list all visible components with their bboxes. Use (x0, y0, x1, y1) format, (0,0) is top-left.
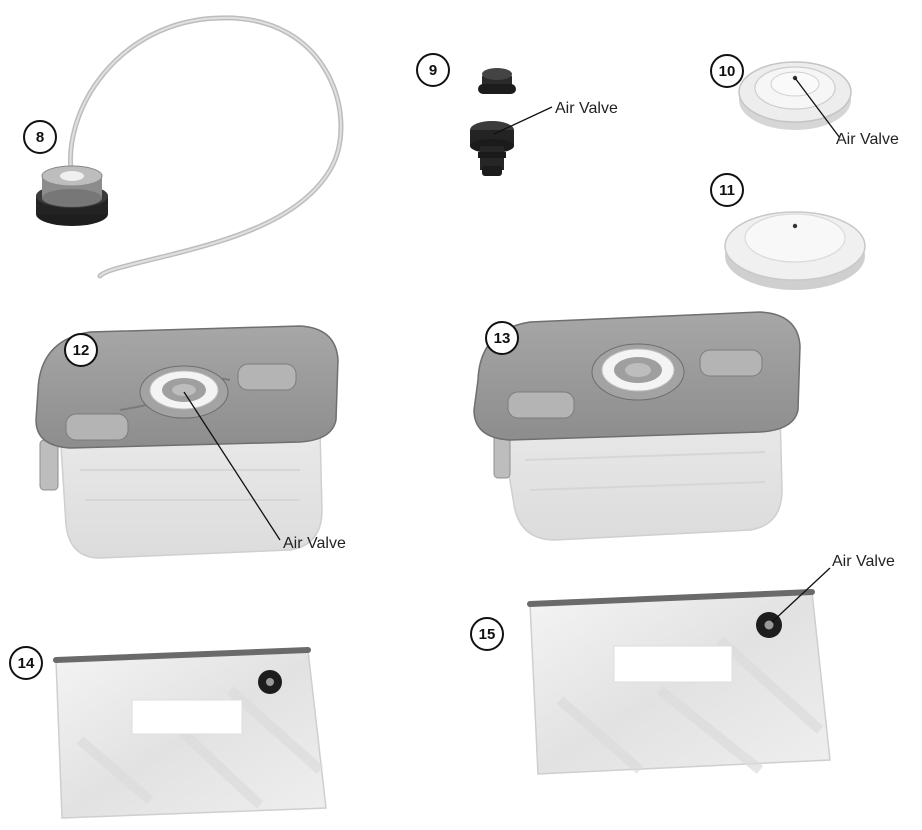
part-13-container (473, 311, 801, 541)
bag-14-valve (258, 670, 282, 694)
leader-15 (771, 567, 831, 623)
callout-12: 12 (64, 333, 98, 367)
part-15-vacuum-bag (527, 589, 831, 775)
callout-15-number: 15 (479, 626, 496, 643)
callout-11: 11 (710, 173, 744, 207)
leader-9 (493, 106, 553, 135)
callout-9: 9 (416, 53, 450, 87)
hose-adapter (36, 165, 108, 226)
bag-zipper (53, 647, 311, 663)
callout-13: 13 (485, 321, 519, 355)
label-air-valve-15: Air Valve (832, 553, 895, 570)
part-9-air-valves (470, 68, 516, 176)
part-12-container (35, 325, 339, 559)
callout-15: 15 (470, 617, 504, 651)
part-10-valve-cap (738, 61, 852, 130)
large-valve (470, 121, 514, 176)
part-8-hose-adapter (36, 15, 344, 279)
callout-8-number: 8 (36, 129, 44, 146)
callout-11-number: 11 (719, 182, 735, 199)
callout-10-number: 10 (719, 63, 736, 80)
leader-12 (183, 391, 281, 541)
callout-8: 8 (23, 120, 57, 154)
small-valve (478, 68, 516, 94)
leader-10 (794, 77, 841, 139)
label-air-valve-9: Air Valve (555, 100, 618, 117)
callout-13-number: 13 (494, 330, 511, 347)
part-14-vacuum-bag (53, 647, 327, 819)
callout-12-number: 12 (73, 342, 90, 359)
label-air-valve-12: Air Valve (283, 535, 346, 552)
callout-14: 14 (9, 646, 43, 680)
callout-10: 10 (710, 54, 744, 88)
container-13-air-valve (591, 343, 685, 401)
callout-9-number: 9 (429, 62, 437, 79)
callout-14-number: 14 (18, 655, 35, 672)
label-air-valve-10: Air Valve (836, 131, 899, 148)
hose-tube (68, 15, 344, 279)
container-body (59, 429, 323, 559)
part-11-valve-disc (724, 211, 866, 290)
leader-lines (183, 77, 841, 623)
